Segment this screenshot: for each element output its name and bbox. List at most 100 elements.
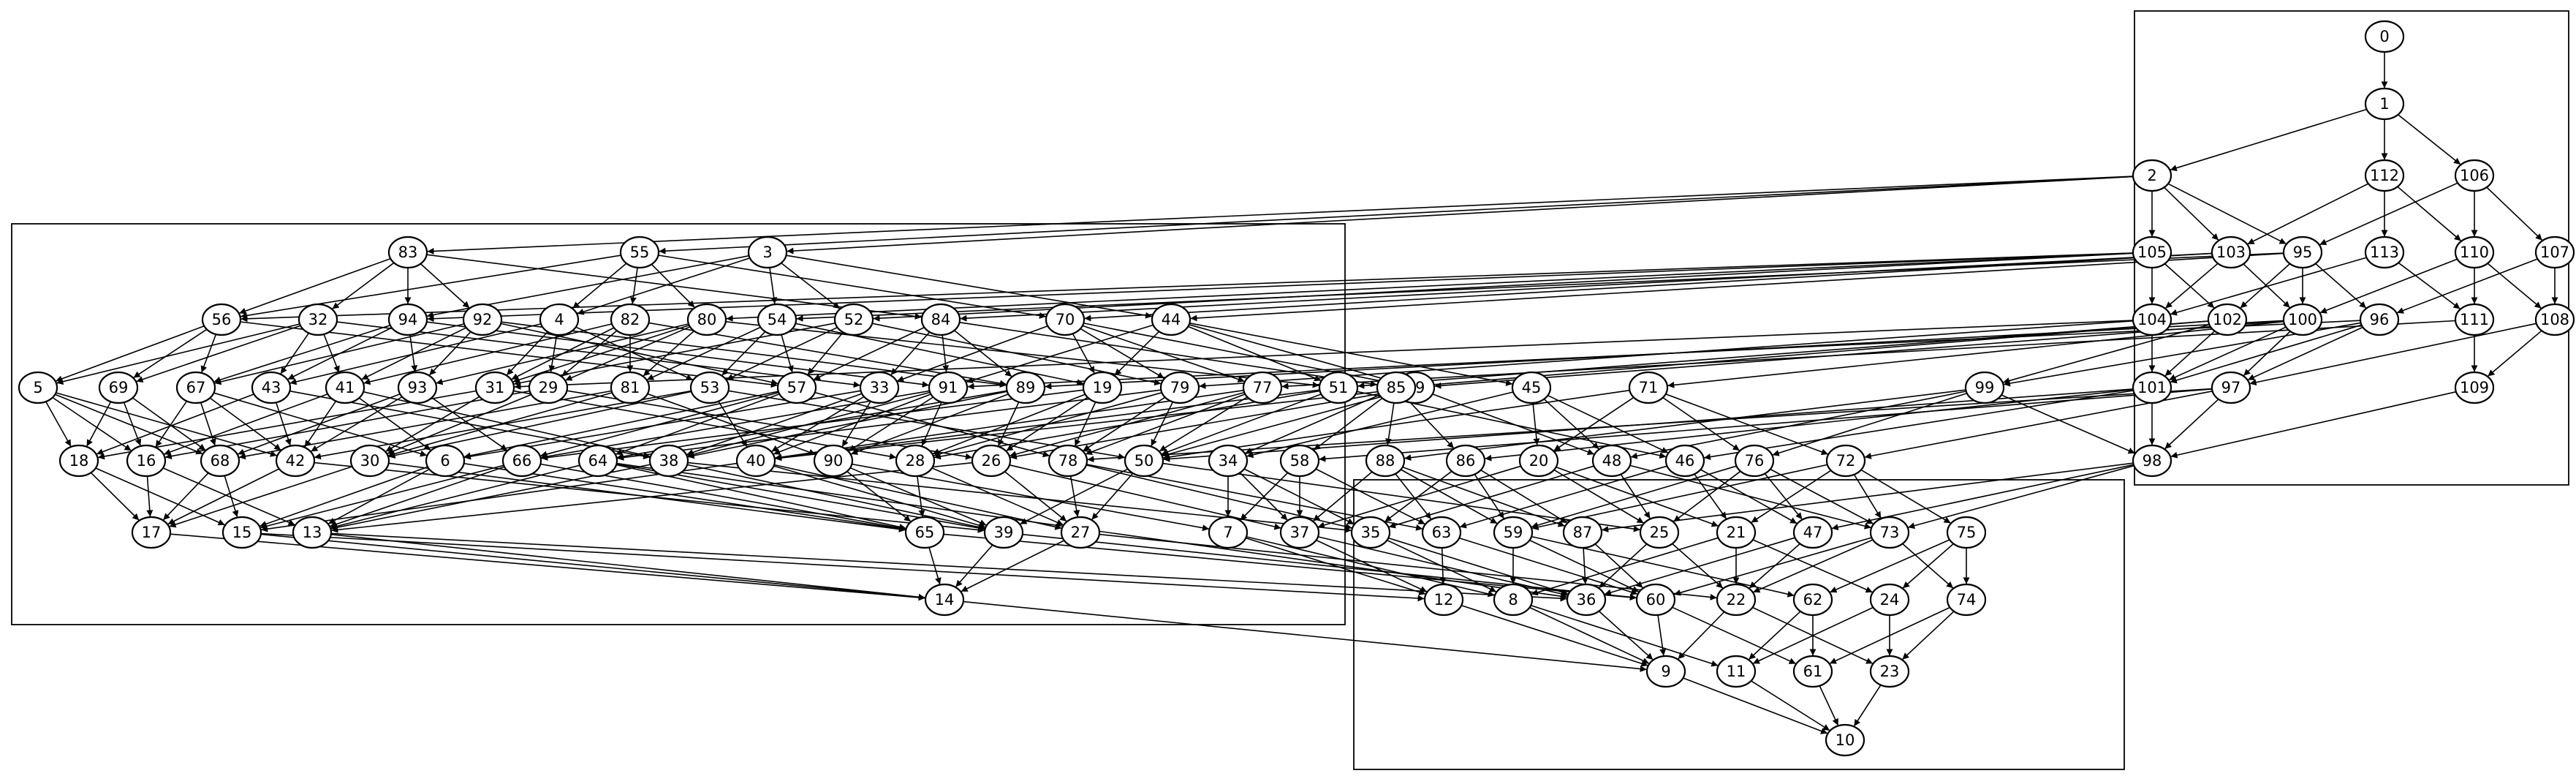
graph-node-111: 111	[2454, 303, 2495, 336]
edge-47-36	[1604, 537, 1795, 596]
edge-73-22	[1753, 539, 1874, 593]
node-ellipse	[2132, 371, 2172, 404]
node-label: 32	[308, 311, 328, 328]
node-ellipse	[1664, 444, 1705, 478]
node-ellipse	[1493, 516, 1534, 549]
edge-105-80	[726, 252, 2134, 322]
node-label: 105	[2137, 244, 2167, 261]
node-ellipse	[610, 303, 651, 336]
node-label: 25	[1650, 524, 1670, 541]
graph-node-35: 35	[1350, 516, 1391, 549]
graph-node-34: 34	[1208, 444, 1249, 478]
node-ellipse	[1825, 444, 1866, 478]
graph-node-85: 85	[1376, 371, 1417, 404]
edge-72-75	[1860, 469, 1951, 524]
edge-100-71	[1667, 320, 2284, 388]
edge-6-65	[463, 463, 906, 532]
node-label: 91	[939, 379, 958, 396]
graph-node-2: 2	[2132, 159, 2172, 192]
node-label: 65	[915, 524, 935, 541]
edge-97-98	[2164, 399, 2219, 450]
node-label: 62	[1803, 591, 1823, 609]
edge-79-64	[617, 389, 1162, 461]
edge-4-29	[548, 334, 558, 372]
graph-node-55: 55	[619, 236, 660, 269]
edge-13-14	[330, 533, 925, 600]
node-label: 68	[211, 452, 230, 470]
node-label: 85	[1387, 379, 1406, 396]
node-ellipse	[2282, 303, 2323, 336]
node-ellipse	[757, 303, 798, 336]
edge-25-22	[1672, 543, 1724, 589]
node-label: 107	[2540, 244, 2569, 261]
node-label: 81	[621, 379, 640, 396]
node-label: 98	[2143, 452, 2162, 470]
edge-77-78	[1086, 393, 1246, 456]
edge-85-88	[1385, 402, 1395, 445]
node-label: 83	[398, 244, 418, 261]
node-label: 35	[1361, 524, 1381, 541]
node-ellipse	[2359, 303, 2400, 336]
node-label: 10	[1836, 731, 1855, 749]
node-ellipse	[1318, 371, 1359, 404]
edge-79-78	[1083, 396, 1166, 451]
edge-4-43	[289, 323, 542, 385]
edge-27-14	[961, 540, 1065, 592]
edge-103-100	[2243, 263, 2290, 308]
edge-93-68	[238, 393, 401, 456]
graph-node-102: 102	[2207, 303, 2248, 336]
node-label: 31	[485, 379, 505, 396]
graph-node-29: 29	[528, 371, 569, 404]
edge-58-63	[1315, 468, 1425, 525]
node-label: 7	[1223, 524, 1232, 541]
edge-84-91	[942, 334, 950, 372]
graph-node-99: 99	[1964, 371, 2005, 404]
graph-node-62: 62	[1792, 583, 1833, 617]
graph-node-30: 30	[349, 444, 390, 478]
node-label: 52	[844, 311, 864, 328]
edge-5-16	[52, 396, 132, 451]
graph-node-57: 57	[776, 371, 817, 404]
edge-50-39	[1020, 468, 1129, 525]
edge-71-20	[1553, 396, 1634, 451]
edge-99-76	[1772, 392, 1968, 456]
node-ellipse	[1060, 516, 1101, 549]
edge-48-35	[1388, 465, 1594, 529]
node-ellipse	[1562, 516, 1603, 549]
node-label: 97	[2221, 379, 2241, 396]
node-ellipse	[18, 371, 58, 404]
node-label: 41	[336, 379, 355, 396]
edge-56-69	[133, 328, 208, 378]
edge-39-60	[1022, 533, 1637, 600]
edge-54-53	[721, 331, 766, 376]
node-ellipse	[1365, 444, 1406, 478]
edge-48-73	[1629, 464, 1871, 530]
node-ellipse	[325, 371, 365, 404]
edge-99-88	[1404, 389, 1966, 462]
edge-94-67	[213, 324, 391, 383]
node-ellipse	[1445, 444, 1486, 478]
node-label: 8	[1508, 591, 1518, 609]
graph-node-50: 50	[1124, 444, 1164, 478]
node-ellipse	[971, 444, 1012, 478]
edge-76-59	[1531, 465, 1737, 529]
node-label: 96	[2370, 311, 2390, 328]
node-ellipse	[221, 516, 262, 549]
graph-node-83: 83	[387, 236, 428, 269]
edge-108-109	[2488, 330, 2542, 377]
edge-95-54	[796, 252, 2284, 322]
node-ellipse	[387, 303, 428, 336]
node-label: 55	[630, 244, 650, 261]
node-label: 26	[982, 452, 1001, 470]
edge-88-87	[1402, 466, 1565, 527]
edge-13-36	[330, 532, 1567, 602]
graph-node-69: 69	[98, 371, 139, 404]
edge-76-25	[1673, 470, 1741, 522]
node-ellipse	[2454, 236, 2495, 269]
edge-83-56	[239, 257, 391, 314]
graph-node-104: 104	[2132, 303, 2172, 336]
node-ellipse	[1639, 516, 1680, 549]
graph-node-56: 56	[201, 303, 242, 336]
edge-3-54	[769, 267, 778, 304]
cluster-left	[11, 223, 1346, 625]
